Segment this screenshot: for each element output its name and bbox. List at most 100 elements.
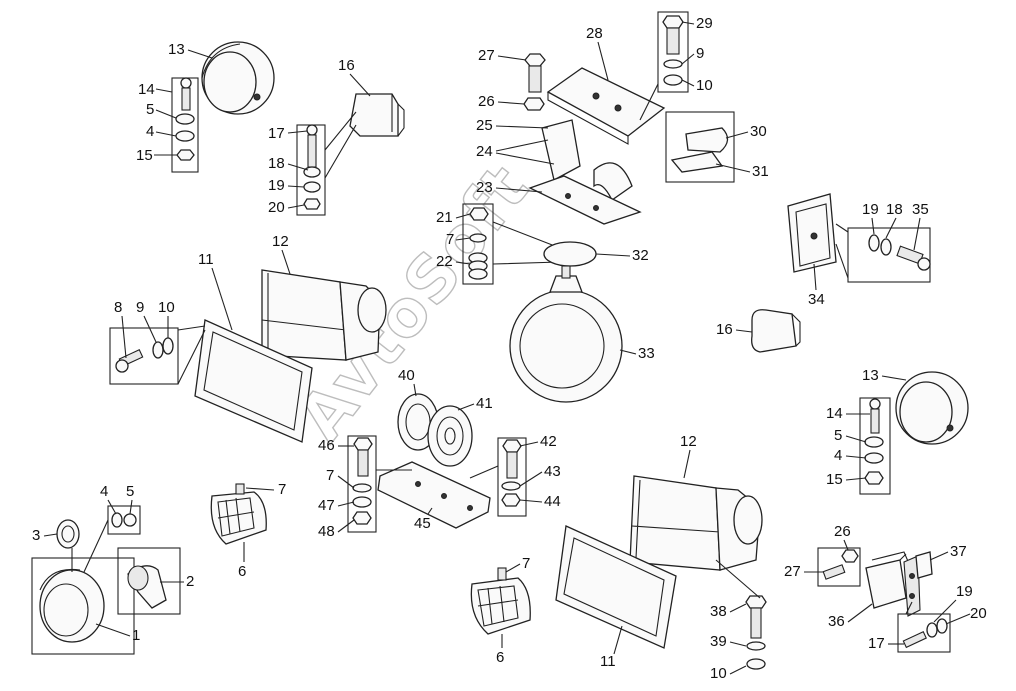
horn-41 [427,405,473,467]
callout-10b: 10 [696,77,713,94]
callout-20a: 20 [268,199,285,216]
callout-41: 41 [476,395,493,412]
lamp-housing-2 [117,547,181,615]
lamp-bracket-36 [865,551,921,617]
callout-1: 1 [132,627,140,644]
callout-29: 29 [696,15,713,32]
marker-lamp-top [349,93,405,137]
callout-10c: 10 [710,665,727,682]
callout-21: 21 [436,209,453,226]
callout-4a: 4 [100,483,108,500]
bolt-stack-46-48 [347,435,377,533]
work-lamp-bottom [470,567,531,635]
callout-19b: 19 [862,201,879,218]
washers-4-5-bottom [107,505,141,535]
bolt-27-nut-26 [523,53,546,111]
gasket-3 [56,519,80,549]
callout-44: 44 [544,493,561,510]
callout-40: 40 [398,367,415,384]
rectangular-headlamp-left [261,269,387,361]
callout-45: 45 [414,515,431,532]
callout-15b: 15 [826,471,843,488]
callout-11a: 11 [198,251,214,268]
callout-43: 43 [544,463,561,480]
callout-22: 22 [436,253,453,270]
marker-lamp-16-right [751,309,801,353]
callout-6a: 6 [238,563,246,580]
callout-37: 37 [950,543,967,560]
callout-15a: 15 [136,147,153,164]
headlamp-frame-right [555,525,677,649]
callout-5b: 5 [146,101,154,118]
callout-13b: 13 [862,367,879,384]
callout-19c: 19 [956,583,973,600]
callout-13a: 13 [168,41,185,58]
headlamp-round-right [895,371,969,445]
fastener-stack-21-7-22 [462,203,561,285]
callout-27a: 27 [478,47,495,64]
callout-6b: 6 [496,649,504,666]
mounting-plate-28 [546,67,666,145]
callout-7d: 7 [522,555,530,572]
callout-33: 33 [638,345,655,362]
callout-48: 48 [318,523,335,540]
callout-12a: 12 [272,233,289,250]
bolt-29-washers-9-10 [657,11,689,93]
work-lamp-left [210,483,267,545]
screw-35-washers-18-19 [835,223,931,283]
callout-labels: 13 14 5 4 15 16 17 18 19 20 11 12 8 9 10… [32,15,987,682]
callout-7a: 7 [278,481,286,498]
callout-7b: 7 [446,231,454,248]
callout-25: 25 [476,117,493,134]
callout-27b: 27 [784,563,801,580]
bolt-stack-42-44 [497,437,527,517]
callout-24: 24 [476,143,493,160]
callout-36: 36 [828,613,845,630]
callout-17b: 17 [868,635,885,652]
callout-14b: 14 [826,405,843,422]
callout-11b: 11 [600,653,616,670]
callout-38: 38 [710,603,727,620]
callout-19a: 19 [268,177,285,194]
callout-47: 47 [318,497,335,514]
callout-46: 46 [318,437,335,454]
callout-7c: 7 [326,467,334,484]
screw-27-nut-26-bottom [817,547,861,587]
callout-9a: 9 [136,299,144,316]
callout-18b: 18 [886,201,903,218]
callout-35: 35 [912,201,929,218]
bracket-clip-30-31 [665,111,735,183]
callout-42: 42 [540,433,557,450]
headlamp-round-top-left [201,41,275,115]
rectangular-headlamp-right [629,475,763,571]
callout-26b: 26 [834,523,851,540]
clip-37 [915,551,933,579]
callout-8: 8 [114,299,122,316]
callout-14a: 14 [138,81,155,98]
screw-8-washers-9-10 [109,325,206,385]
callout-32: 32 [632,247,649,264]
clamp-halves-24-25 [541,119,633,201]
callout-20b: 20 [970,605,987,622]
fastener-stack-right-14-15 [859,397,891,495]
headlamp-frame-left [194,319,313,443]
callout-28: 28 [586,25,603,42]
callout-16b: 16 [716,321,733,338]
callout-34: 34 [808,291,825,308]
callout-39: 39 [710,633,727,650]
callout-4b: 4 [146,123,154,140]
bolt-stack-38-39-10 [715,559,767,670]
callout-9b: 9 [696,45,704,62]
callout-2: 2 [186,573,194,590]
callout-10a: 10 [158,299,175,316]
callout-17a: 17 [268,125,285,142]
callout-16a: 16 [338,57,355,74]
screw-stack-17-20 [296,111,357,216]
callout-12b: 12 [680,433,697,450]
callout-5c: 5 [834,427,842,444]
lamp-assembly-1 [31,557,135,655]
callout-4c: 4 [834,447,842,464]
gasket-32 [543,241,597,267]
base-plate-23 [528,175,642,225]
